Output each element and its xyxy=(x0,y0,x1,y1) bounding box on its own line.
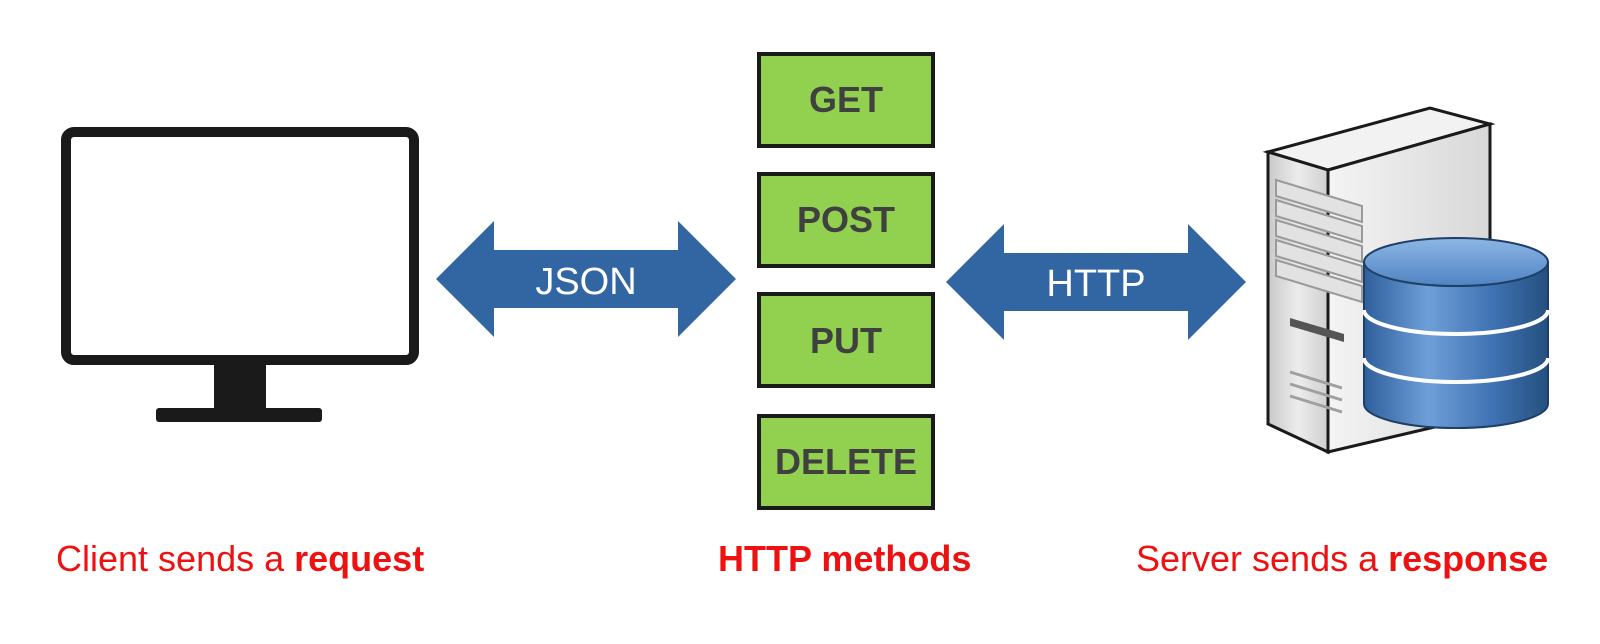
json-double-arrow: JSON xyxy=(436,221,736,337)
server-caption: Server sends a response xyxy=(1136,534,1548,584)
server-caption-prefix: Server sends a xyxy=(1136,538,1389,579)
method-label: POST xyxy=(797,199,895,240)
client-caption-prefix: Client sends a xyxy=(56,538,295,579)
method-box-put: PUT xyxy=(757,292,935,388)
method-label: DELETE xyxy=(775,441,917,482)
method-box-get: GET xyxy=(757,52,935,148)
database-icon xyxy=(1362,237,1550,429)
method-box-delete: DELETE xyxy=(757,414,935,510)
method-label: PUT xyxy=(810,320,882,361)
http-double-arrow: HTTP xyxy=(946,224,1246,340)
client-caption: Client sends a request xyxy=(56,534,424,584)
http-methods-stack: GET POST PUT DELETE xyxy=(757,52,935,510)
json-label: JSON xyxy=(535,261,636,303)
method-label: GET xyxy=(809,79,883,120)
method-box-post: POST xyxy=(757,172,935,268)
methods-caption: HTTP methods xyxy=(718,538,972,579)
server-caption-bold: response xyxy=(1388,538,1549,579)
http-label: HTTP xyxy=(1046,263,1145,305)
client-caption-bold: request xyxy=(294,538,425,579)
monitor-icon xyxy=(61,127,419,422)
